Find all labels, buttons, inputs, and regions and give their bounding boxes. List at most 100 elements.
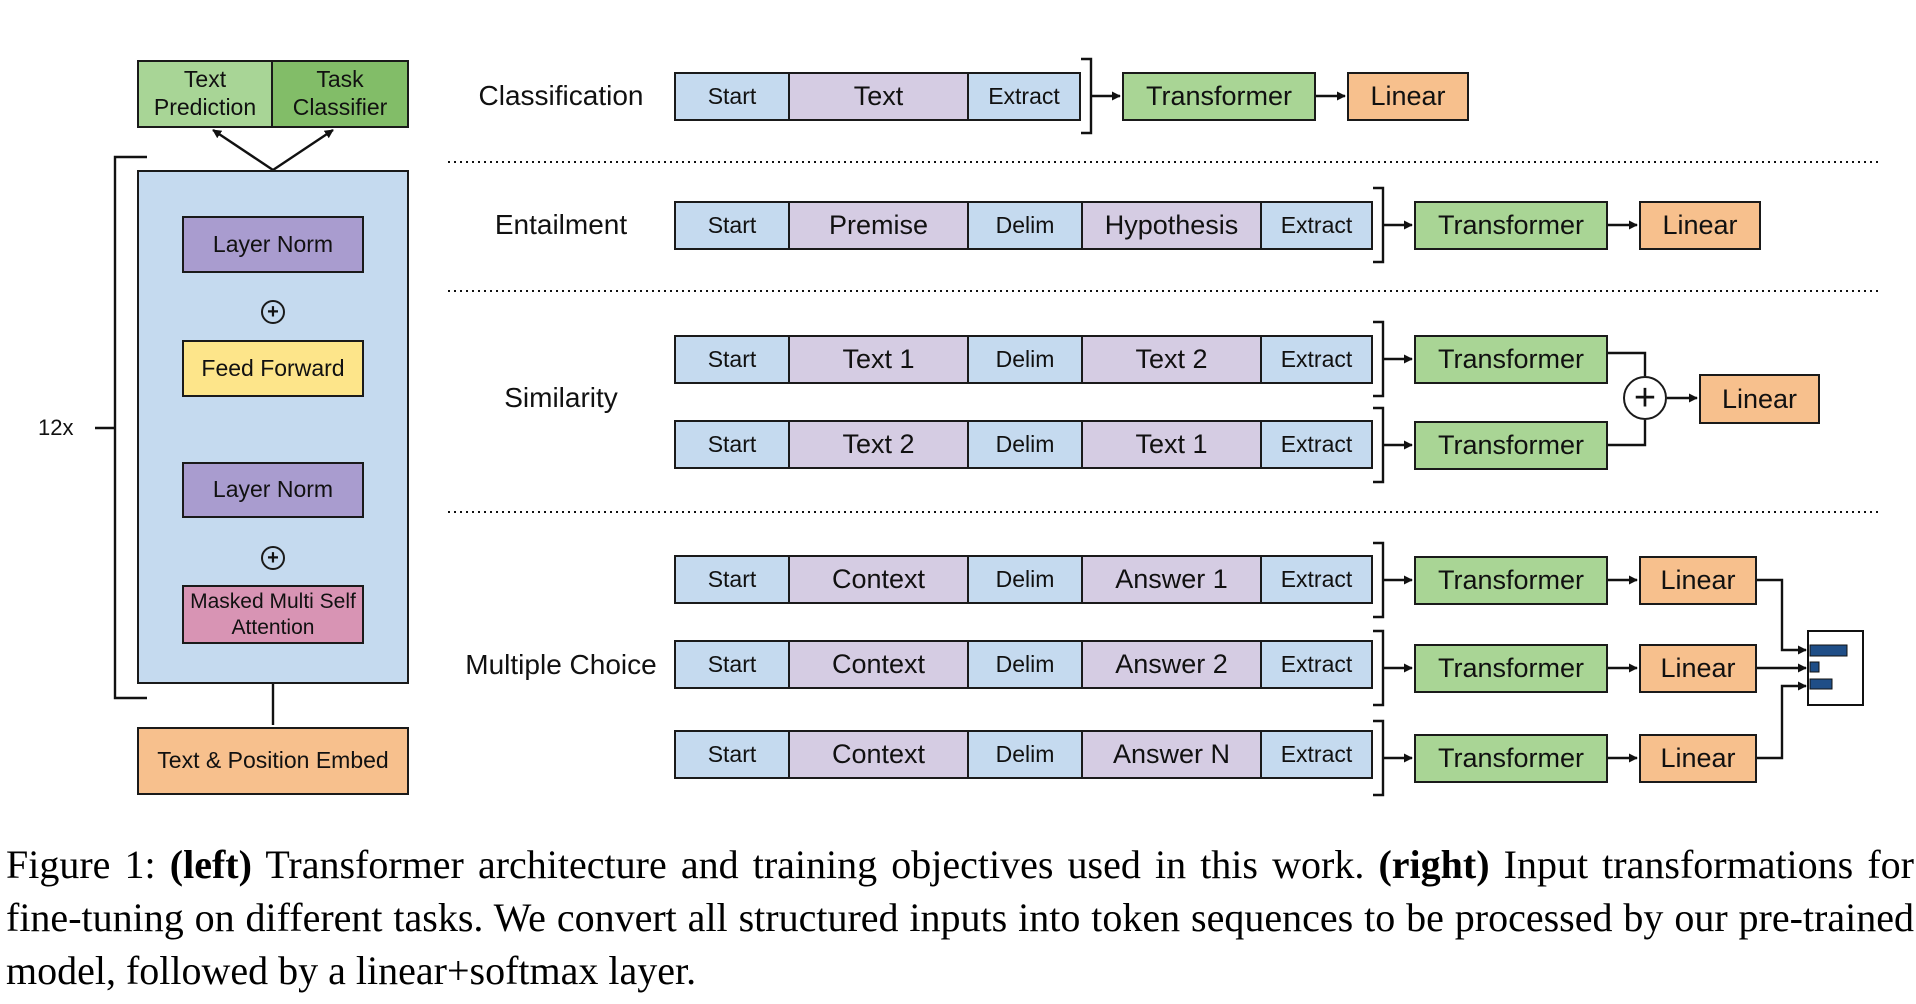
softmax-bar-1: [1809, 644, 1848, 657]
transformer-classification: Transformer: [1122, 72, 1316, 121]
seg-start: Start: [676, 732, 790, 777]
transformer-label: Transformer: [1145, 81, 1293, 112]
softmax-bar-2: [1809, 661, 1820, 673]
seg-delim: Delim: [969, 422, 1083, 467]
transformer-choice-1: Transformer: [1414, 556, 1608, 605]
figure-caption: Figure 1: (left) Transformer architectur…: [6, 838, 1914, 997]
sequence-choice-n: Start Context Delim Answer N Extract: [674, 730, 1373, 779]
text-prediction-label: Text Prediction: [153, 66, 257, 120]
seg-delim: Delim: [969, 203, 1083, 248]
seg-delim: Delim: [969, 642, 1083, 687]
task-label-entailment: Entailment: [494, 209, 628, 240]
feed-forward: Feed Forward: [182, 340, 364, 397]
transformer-similarity-1: Transformer: [1414, 335, 1608, 384]
seg-context: Context: [790, 557, 969, 602]
seg-extract: Extract: [1262, 732, 1371, 777]
masked-self-attention: Masked Multi Self Attention: [182, 585, 364, 644]
add-node-lower: +: [261, 546, 285, 570]
seg-answer-1: Answer 1: [1083, 557, 1262, 602]
sum-node-symbol: +: [1633, 377, 1657, 419]
seg-extract: Extract: [1262, 557, 1371, 602]
seg-text: Text: [790, 74, 969, 119]
caption-part-1: Transformer architecture and training ob…: [251, 842, 1379, 887]
layer-norm-bottom-label: Layer Norm: [212, 476, 334, 503]
add-node-upper-symbol: +: [267, 301, 279, 323]
seg-text-1: Text 1: [1083, 422, 1262, 467]
seg-hypothesis: Hypothesis: [1083, 203, 1262, 248]
transformer-choice-2: Transformer: [1414, 644, 1608, 693]
seg-text-2: Text 2: [1083, 337, 1262, 382]
linear-label: Linear: [1660, 653, 1736, 684]
seg-start: Start: [676, 422, 790, 467]
add-node-upper: +: [261, 300, 285, 324]
transformer-entailment: Transformer: [1414, 201, 1608, 250]
seg-extract: Extract: [1262, 337, 1371, 382]
caption-part-2: Input transformations for fine-tuning on…: [6, 842, 1915, 993]
task-classifier-label: Task Classifier: [292, 66, 388, 120]
transformer-label: Transformer: [1437, 565, 1585, 596]
feed-forward-label: Feed Forward: [201, 354, 345, 381]
seg-context: Context: [790, 642, 969, 687]
layer-norm-top: Layer Norm: [182, 216, 364, 273]
seg-start: Start: [676, 557, 790, 602]
seg-context: Context: [790, 732, 969, 777]
transformer-label: Transformer: [1437, 653, 1585, 684]
sequence-similarity-2: Start Text 2 Delim Text 1 Extract: [674, 420, 1373, 469]
sequence-similarity-1: Start Text 1 Delim Text 2 Extract: [674, 335, 1373, 384]
seg-extract: Extract: [1262, 642, 1371, 687]
sequence-classification: Start Text Extract: [674, 72, 1081, 121]
linear-choice-n: Linear: [1639, 734, 1757, 783]
linear-entailment: Linear: [1639, 201, 1761, 250]
task-label-similarity: Similarity: [504, 382, 618, 413]
layer-norm-top-label: Layer Norm: [212, 230, 334, 257]
linear-label: Linear: [1662, 210, 1738, 241]
task-label-multiple-choice: Multiple Choice: [465, 649, 657, 680]
caption-left-bold: (left): [169, 842, 252, 887]
linear-label: Linear: [1660, 565, 1736, 596]
transformer-label: Transformer: [1437, 743, 1585, 774]
seg-delim: Delim: [969, 337, 1083, 382]
seg-premise: Premise: [790, 203, 969, 248]
layer-norm-bottom: Layer Norm: [182, 462, 364, 518]
linear-similarity: Linear: [1699, 374, 1820, 424]
sequence-choice-2: Start Context Delim Answer 2 Extract: [674, 640, 1373, 689]
caption-right-bold: (right): [1378, 842, 1490, 887]
linear-choice-1: Linear: [1639, 556, 1757, 605]
linear-classification: Linear: [1347, 72, 1469, 121]
seg-extract: Extract: [969, 74, 1079, 119]
add-node-lower-symbol: +: [267, 547, 279, 569]
sequence-choice-1: Start Context Delim Answer 1 Extract: [674, 555, 1373, 604]
softmax-bar-3: [1809, 678, 1833, 690]
seg-delim: Delim: [969, 732, 1083, 777]
transformer-label: Transformer: [1437, 210, 1585, 241]
linear-label: Linear: [1660, 743, 1736, 774]
sum-node: +: [1623, 376, 1667, 420]
seg-text-1: Text 1: [790, 337, 969, 382]
task-label-classification: Classification: [478, 80, 644, 111]
transformer-label: Transformer: [1437, 430, 1585, 461]
seg-start: Start: [676, 74, 790, 119]
seg-text-2: Text 2: [790, 422, 969, 467]
text-position-embed: Text & Position Embed: [137, 727, 409, 795]
linear-label: Linear: [1370, 81, 1446, 112]
seg-start: Start: [676, 203, 790, 248]
task-classifier-head: Task Classifier: [271, 60, 409, 128]
seg-start: Start: [676, 337, 790, 382]
sequence-entailment: Start Premise Delim Hypothesis Extract: [674, 201, 1373, 250]
masked-self-attention-label: Masked Multi Self Attention: [190, 590, 356, 639]
seg-answer-n: Answer N: [1083, 732, 1262, 777]
seg-answer-2: Answer 2: [1083, 642, 1262, 687]
linear-label: Linear: [1721, 383, 1798, 414]
seg-extract: Extract: [1262, 422, 1371, 467]
text-prediction-head: Text Prediction: [137, 60, 273, 128]
transformer-similarity-2: Transformer: [1414, 421, 1608, 470]
repeat-count-label: 12x: [38, 415, 74, 440]
seg-start: Start: [676, 642, 790, 687]
transformer-label: Transformer: [1437, 344, 1585, 375]
seg-delim: Delim: [969, 557, 1083, 602]
caption-prefix: Figure 1:: [6, 842, 170, 887]
seg-extract: Extract: [1262, 203, 1371, 248]
linear-choice-2: Linear: [1639, 644, 1757, 693]
